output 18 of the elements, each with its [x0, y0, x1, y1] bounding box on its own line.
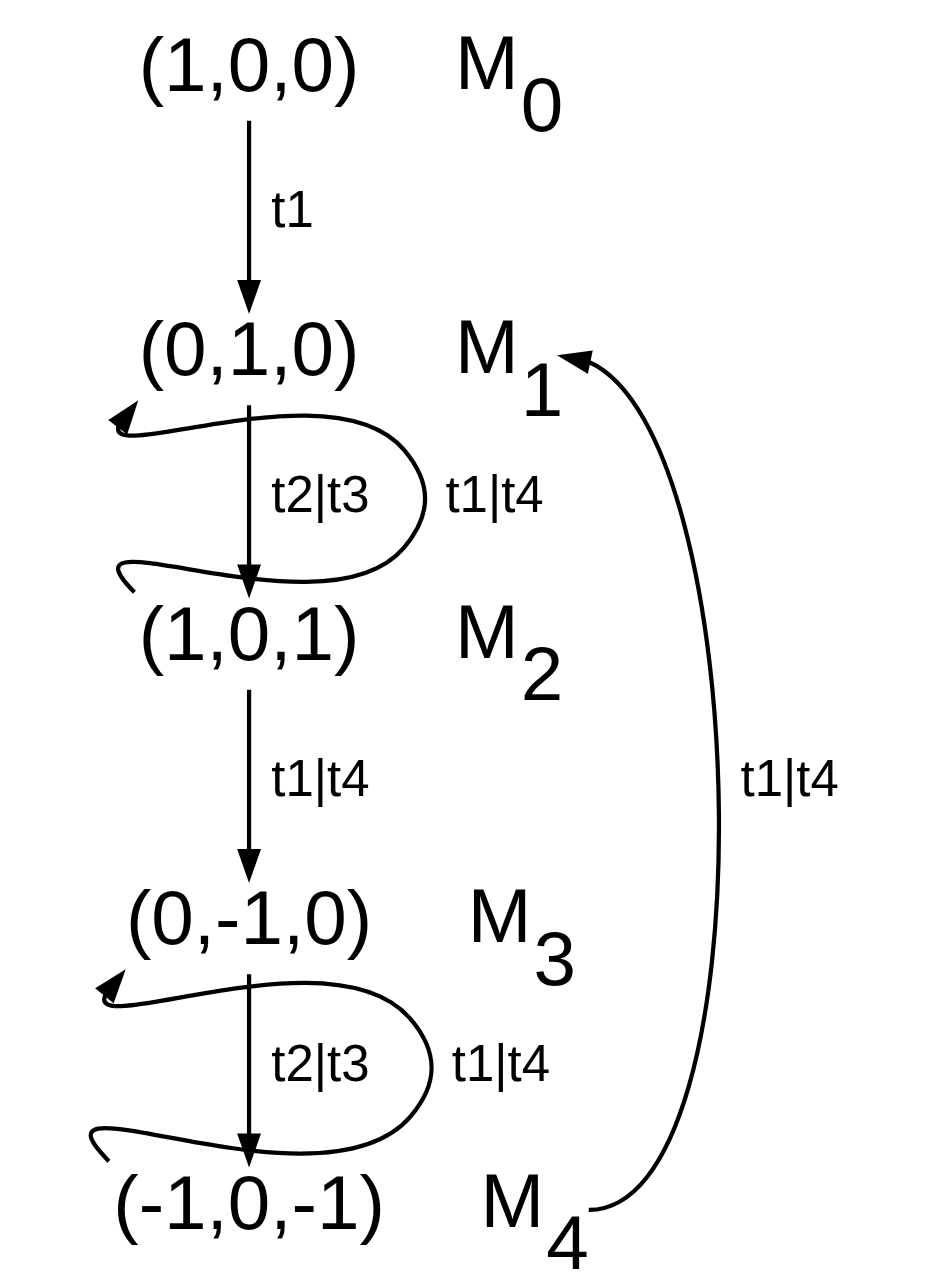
arrow — [236, 689, 261, 884]
edge-label: t2|t3 — [270, 465, 370, 523]
arrow — [89, 969, 434, 1163]
node-text: (1,0,1) — [138, 590, 360, 676]
edge-label: t2|t3 — [270, 1034, 370, 1092]
edge-label: t1|t4 — [740, 750, 839, 808]
edge-label: t1|t4 — [270, 750, 370, 808]
arrow — [236, 120, 261, 315]
arrow — [236, 974, 261, 1168]
edge-label: t1|t4 — [444, 465, 544, 523]
node-text: (1,0,0) — [138, 21, 360, 107]
arrow — [556, 350, 721, 1212]
node-text: (-1,0,-1) — [112, 1159, 385, 1245]
arrow — [107, 400, 427, 594]
edge-label: t1 — [270, 181, 314, 239]
node-text: (0,1,0) — [138, 306, 360, 392]
edge-label: t1|t4 — [451, 1034, 550, 1092]
node-text: (0,-1,0) — [125, 875, 372, 961]
